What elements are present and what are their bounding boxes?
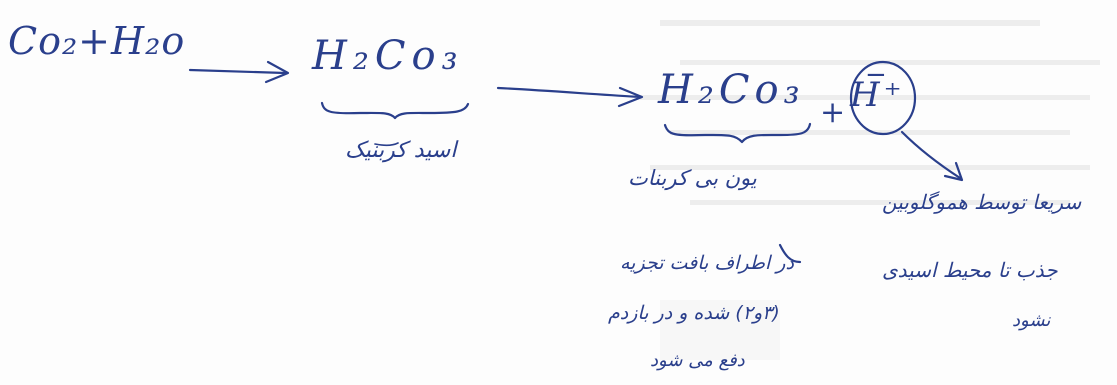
label-around-tissue-line3: دفع می شود: [650, 350, 745, 371]
proton-circle: [849, 60, 917, 136]
proton-formula: H⁺: [850, 75, 906, 115]
proton-arrow: [900, 130, 962, 180]
label-proton-fate-line2: جذب تا محیط اسیدی: [882, 258, 1058, 282]
label-proton-fate-line3: نشود: [1012, 310, 1051, 331]
bicarbonate-charge: −: [865, 60, 887, 90]
reaction-arrow-2: [496, 86, 642, 99]
reaction-arrow-1: [188, 68, 287, 75]
label-around-tissue-line1: در اطراف بافت تجزیه: [620, 252, 794, 274]
underbrace-carbonic-acid: [320, 101, 470, 120]
underbrace-bicarbonate: [663, 122, 812, 144]
label-around-tissue-line2: (۳و۲) شده و در بازدم: [608, 302, 780, 324]
label-bicarbonate-ion: یون بی کربنات: [628, 166, 757, 190]
bicarbonate-formula: H₂Co₃: [658, 67, 805, 113]
hook-mark: [778, 243, 802, 264]
carbonic-acid-formula: H₂Co₃: [312, 33, 464, 79]
plus-sign: +: [820, 95, 846, 130]
label-proton-fate-line1: سریعا توسط هموگلوبین: [882, 190, 1082, 214]
reactants-co2-h2o: Co₂+H₂o: [8, 19, 186, 63]
label-carbonic-acid: اسید کربنیک: [345, 138, 457, 163]
